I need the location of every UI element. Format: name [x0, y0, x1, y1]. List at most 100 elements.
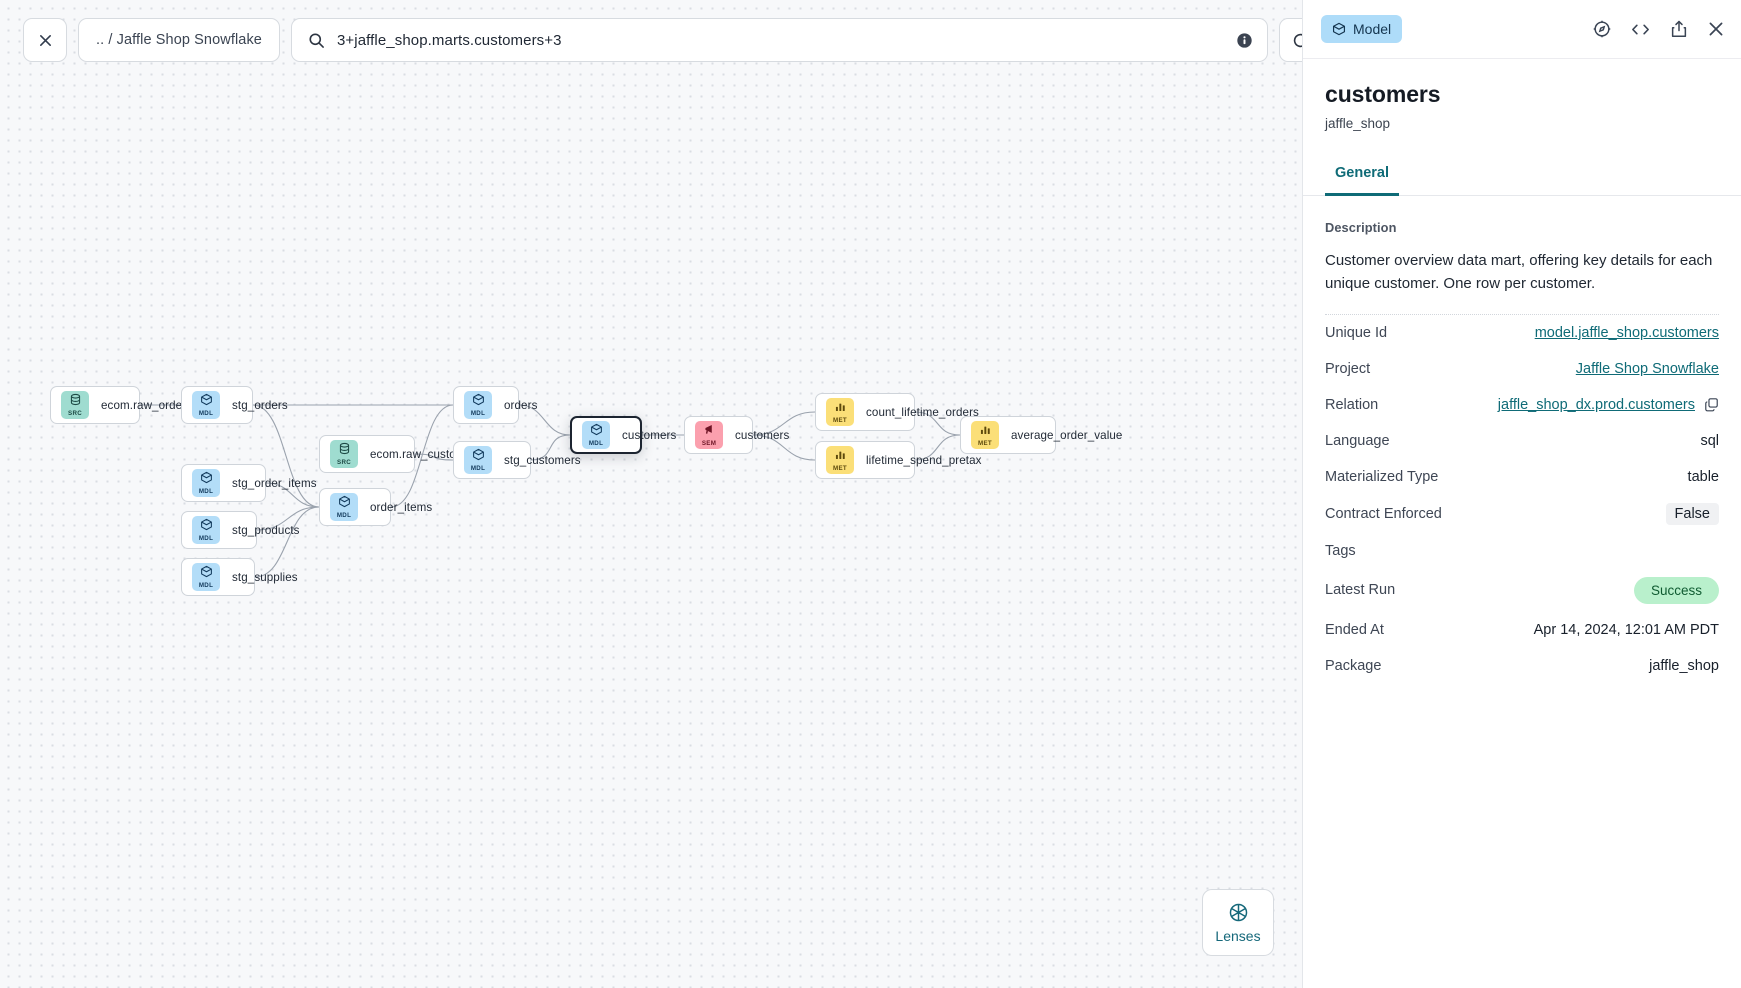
- detail-row: Materialized Type table: [1325, 459, 1719, 495]
- detail-value-wrap: jaffle_shop: [1649, 658, 1719, 674]
- detail-key: Relation: [1325, 396, 1379, 413]
- graph-node-stg_customers[interactable]: MDL stg_customers: [453, 441, 581, 479]
- detail-value-wrap: sql: [1700, 433, 1719, 449]
- detail-key: Latest Run: [1325, 582, 1396, 598]
- detail-row: Latest Run Success: [1325, 569, 1719, 612]
- description-label: Description: [1325, 220, 1397, 235]
- detail-key: Ended At: [1325, 621, 1384, 638]
- search-input[interactable]: [336, 31, 1224, 49]
- panel-tabs: General: [1303, 159, 1741, 196]
- detail-key: Package: [1325, 657, 1382, 674]
- detail-row: Contract Enforced False: [1325, 495, 1719, 533]
- detail-value: jaffle_shop: [1649, 657, 1719, 674]
- detail-value: sql: [1700, 432, 1719, 449]
- graph-node-label: stg_customers: [504, 453, 581, 467]
- cube-icon: [1332, 22, 1346, 36]
- refresh-button[interactable]: [1278, 18, 1302, 62]
- node-type-badge-met-icon: MET: [826, 446, 854, 474]
- tab-general[interactable]: General: [1325, 159, 1399, 196]
- detail-row: Language sql: [1325, 423, 1719, 459]
- detail-key: Materialized Type: [1325, 468, 1439, 485]
- detail-value-wrap: Jaffle Shop Snowflake: [1576, 361, 1719, 377]
- detail-value: Apr 14, 2024, 12:01 AM PDT: [1533, 621, 1719, 638]
- close-graph-button[interactable]: [23, 18, 67, 62]
- aperture-icon: [1229, 903, 1247, 921]
- graph-node-label: customers: [735, 428, 790, 442]
- detail-value: False: [1665, 502, 1719, 525]
- detail-key: Project: [1325, 360, 1371, 377]
- detail-key: Language: [1325, 432, 1390, 449]
- entity-type-badge[interactable]: Model: [1321, 15, 1403, 43]
- search-bar[interactable]: [290, 18, 1268, 62]
- node-type-badge-met-icon: MET: [971, 421, 999, 449]
- panel-toolbar: Model: [1303, 0, 1741, 59]
- node-type-badge-src-icon: SRC: [330, 440, 358, 468]
- search-icon: [309, 32, 324, 48]
- node-type-badge-mdl-icon: MDL: [192, 516, 220, 544]
- detail-row: Relation jaffle_shop_dx.prod.customers: [1325, 387, 1719, 423]
- detail-value-wrap: Apr 14, 2024, 12:01 AM PDT: [1534, 622, 1719, 638]
- lineage-canvas[interactable]: .. / Jaffle Shop Snowflake: [0, 0, 1302, 988]
- panel-body: Description Customer overview data mart,…: [1303, 196, 1741, 988]
- detail-row: Unique Id model.jaffle_shop.customers: [1325, 315, 1719, 351]
- detail-key: Tags: [1325, 542, 1356, 559]
- graph-node-customers-semantic[interactable]: SEM customers: [684, 416, 789, 454]
- graph-node-label: customers: [622, 428, 677, 442]
- entity-subtitle: jaffle_shop: [1325, 116, 1391, 131]
- graph-node-label: stg_order_items: [232, 476, 317, 490]
- node-type-badge-mdl-icon: MDL: [464, 446, 492, 474]
- info-icon[interactable]: [1236, 32, 1253, 49]
- close-icon[interactable]: [1707, 20, 1725, 38]
- node-type-badge-mdl-icon: MDL: [192, 391, 220, 419]
- share-icon[interactable]: [1669, 19, 1689, 39]
- node-type-badge-mdl-icon: MDL: [192, 563, 220, 591]
- detail-key: Unique Id: [1325, 324, 1388, 341]
- detail-value[interactable]: Jaffle Shop Snowflake: [1575, 360, 1719, 377]
- graph-node-orders[interactable]: MDL orders: [453, 386, 537, 424]
- entity-type-label: Model: [1353, 21, 1392, 37]
- status-badge: Success: [1633, 576, 1719, 604]
- graph-node-label: orders: [504, 398, 538, 412]
- detail-value[interactable]: model.jaffle_shop.customers: [1534, 324, 1719, 341]
- breadcrumb[interactable]: .. / Jaffle Shop Snowflake: [78, 18, 280, 62]
- graph-node-stg_order_items[interactable]: MDL stg_order_items: [181, 464, 317, 502]
- entity-details-panel: Model custom: [1302, 0, 1741, 988]
- graph-node-label: average_order_value: [1011, 428, 1123, 442]
- detail-value: table: [1687, 468, 1719, 485]
- graph-node-average_order_value[interactable]: MET average_order_value: [960, 416, 1122, 454]
- close-icon: [39, 34, 51, 46]
- node-type-badge-mdl-icon: MDL: [192, 469, 220, 497]
- page-title: customers: [1325, 81, 1441, 107]
- node-type-badge-met-icon: MET: [826, 398, 854, 426]
- node-type-badge-sem-icon: SEM: [695, 421, 723, 449]
- detail-value-wrap: jaffle_shop_dx.prod.customers: [1498, 397, 1719, 413]
- detail-value-wrap: model.jaffle_shop.customers: [1535, 325, 1719, 341]
- detail-value[interactable]: jaffle_shop_dx.prod.customers: [1497, 396, 1695, 413]
- graph-node-label: stg_orders: [232, 398, 288, 412]
- graph-node-stg_orders[interactable]: MDL stg_orders: [181, 386, 288, 424]
- panel-actions: [1592, 19, 1725, 40]
- copy-icon[interactable]: [1704, 397, 1719, 412]
- compass-icon[interactable]: [1592, 19, 1612, 39]
- detail-row: Package jaffle_shop: [1325, 648, 1719, 684]
- detail-value-wrap: False: [1665, 502, 1719, 525]
- graph-node-lifetime_spend_pretax[interactable]: MET lifetime_spend_pretax: [815, 441, 981, 479]
- node-type-badge-mdl-icon: MDL: [464, 391, 492, 419]
- detail-key: Contract Enforced: [1325, 505, 1442, 522]
- code-icon[interactable]: [1630, 19, 1651, 40]
- canvas-toolbar: .. / Jaffle Shop Snowflake: [23, 18, 1302, 62]
- detail-row: Tags: [1325, 533, 1719, 569]
- description-text: Customer overview data mart, offering ke…: [1325, 249, 1719, 315]
- node-type-badge-mdl-icon: MDL: [330, 493, 358, 521]
- lineage-edge: [254, 506, 320, 578]
- lenses-button[interactable]: Lenses: [1202, 889, 1274, 956]
- graph-node-label: lifetime_spend_pretax: [866, 453, 982, 467]
